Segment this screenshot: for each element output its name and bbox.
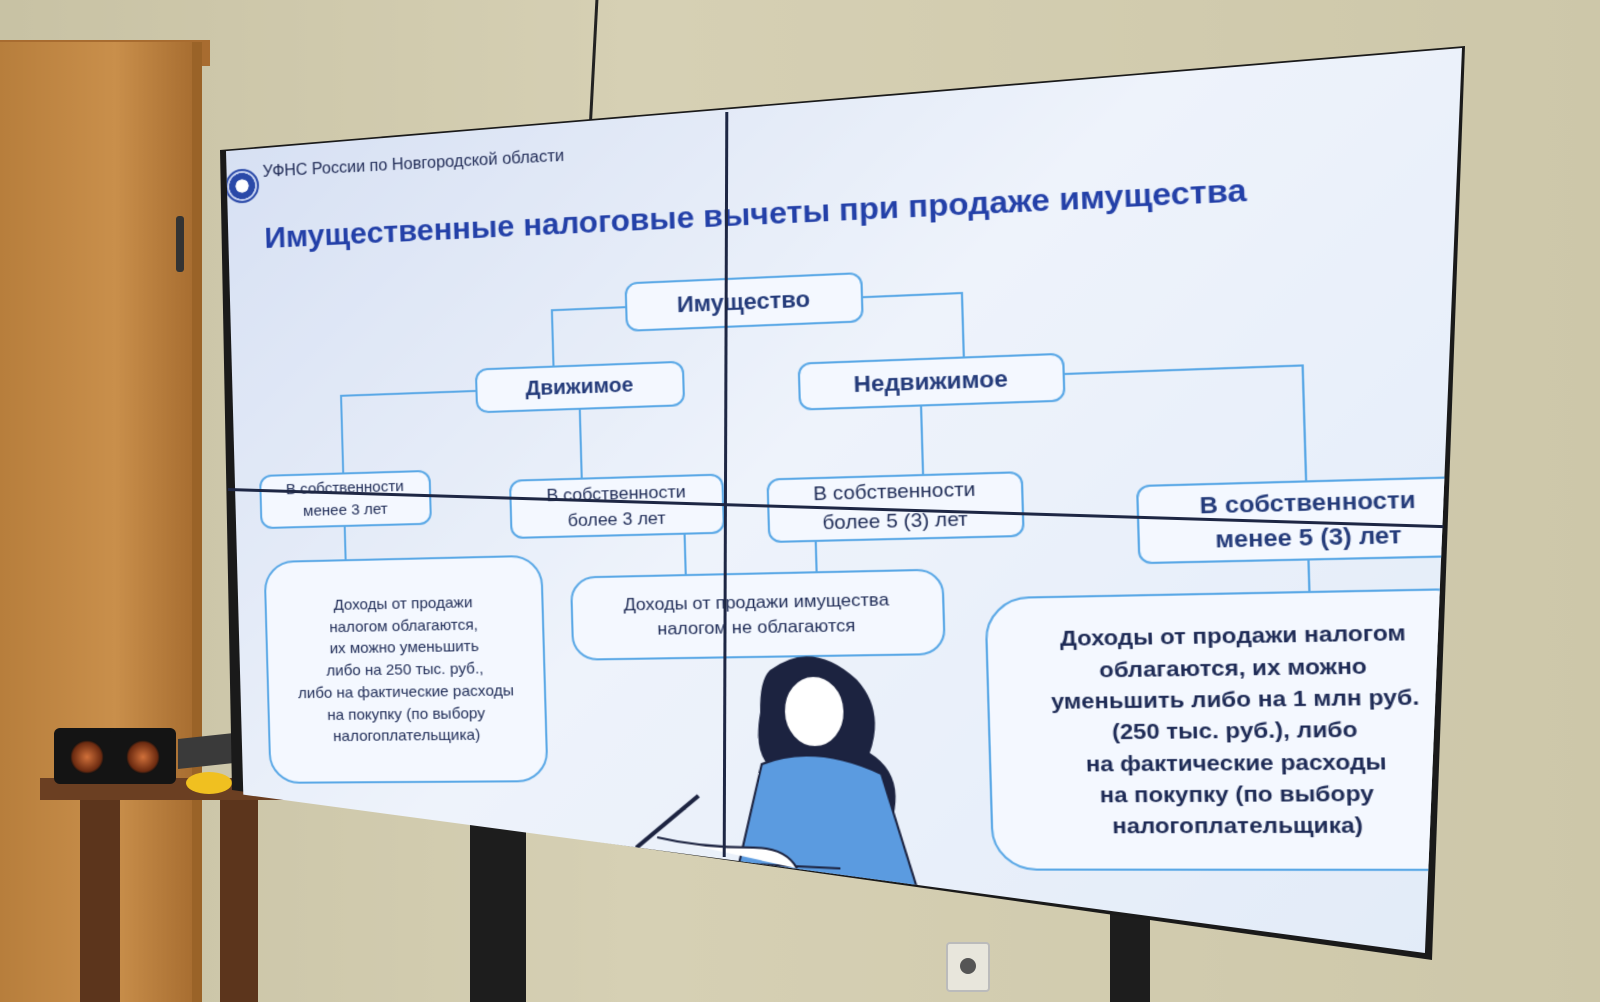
tree-node-property: Имущество <box>624 272 864 332</box>
power-outlet <box>946 942 990 992</box>
speaker-left <box>54 728 120 784</box>
speaker-right <box>110 728 176 784</box>
computer-mouse <box>186 772 232 794</box>
table-leg <box>80 800 120 1002</box>
door-handle <box>176 216 184 272</box>
tree-node-movable-less-3: В собственности менее 3 лет <box>259 469 433 530</box>
tree-node-movable: Движимое <box>474 360 686 414</box>
tree-node-movable-more-3: В собственности более 3 лет <box>508 473 726 540</box>
result-immovable-taxed: Доходы от продажи налогом облагаются, их… <box>984 587 1462 871</box>
result-movable-taxed: Доходы от продажи налогом облагаются, их… <box>263 554 549 784</box>
tree-node-immovable: Недвижимое <box>797 352 1066 411</box>
presentation-slide: 3 УФНС России по Новгородской области Им… <box>226 48 1462 953</box>
door <box>0 42 202 1002</box>
woman-writing-illustration <box>609 654 961 890</box>
monitor-stand-left <box>470 815 526 1002</box>
table-leg <box>220 800 258 1002</box>
